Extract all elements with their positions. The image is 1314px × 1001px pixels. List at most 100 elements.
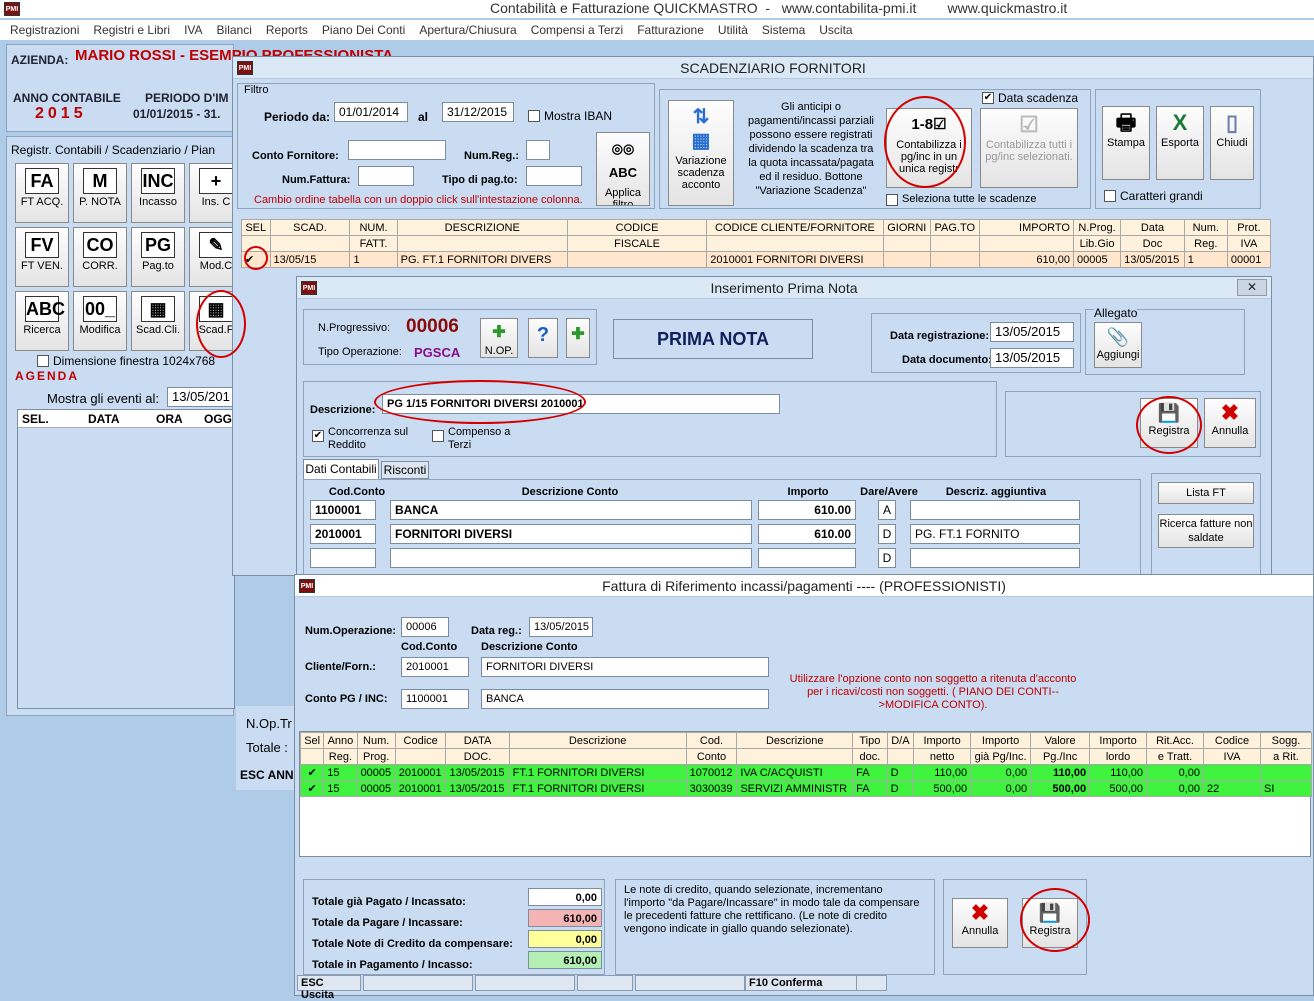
scad-col-header[interactable]: GIORNI — [882, 219, 931, 236]
scad-col-header[interactable]: Doc — [1120, 235, 1185, 252]
desc-input[interactable]: PG 1/15 FORNITORI DIVERSI 2010001 — [382, 394, 780, 414]
stampa-button[interactable]: 🖶Stampa — [1102, 106, 1150, 180]
mostra-iban-checkbox[interactable] — [528, 110, 540, 122]
fr-col-header[interactable]: DOC. — [445, 748, 510, 765]
chiudi-button[interactable]: ▯Chiudi — [1210, 106, 1254, 180]
aggiungi-button[interactable]: 📎Aggiungi — [1094, 322, 1142, 368]
tab-dati-contabili[interactable]: Dati Contabili — [303, 459, 379, 479]
agenda-col-header[interactable]: DATA — [88, 412, 120, 426]
pn-cell[interactable] — [390, 548, 752, 568]
fr-cell[interactable]: ✔ — [299, 780, 325, 797]
menu-item[interactable]: Bilanci — [216, 23, 252, 37]
concorrenza-checkbox[interactable]: ✔ — [312, 430, 324, 442]
ricerca-fatture-button[interactable]: Ricerca fatture non saldate — [1158, 514, 1254, 548]
lista-ft-button[interactable]: Lista FT — [1158, 482, 1254, 504]
num-reg-input[interactable] — [526, 140, 550, 160]
fr-col-header[interactable]: lordo — [1089, 748, 1148, 765]
fr-col-header[interactable] — [736, 748, 854, 765]
scad-col-header[interactable]: CODICE — [566, 219, 708, 236]
scad-col-header[interactable]: Prot. — [1226, 219, 1272, 236]
scad-col-header[interactable]: FISCALE — [566, 235, 708, 252]
fr-col-header[interactable]: Pg./Inc — [1030, 748, 1091, 765]
tile-button[interactable]: ▦Scad.Cli. — [131, 291, 185, 351]
scad-col-header[interactable] — [978, 235, 1074, 252]
scad-col-header[interactable]: SEL — [241, 219, 271, 236]
menu-item[interactable]: Sistema — [761, 23, 806, 37]
pn-cell[interactable]: 610.00 — [758, 500, 856, 520]
scad-col-header[interactable]: IMPORTO — [978, 219, 1074, 236]
fr-col-header[interactable]: Importo — [970, 732, 1032, 749]
fr-annulla-button[interactable]: ✖Annulla — [952, 898, 1008, 948]
scad-col-header[interactable] — [241, 235, 271, 252]
scad-col-header[interactable]: CODICE CLIENTE/FORNITORE — [706, 219, 884, 236]
scad-col-header[interactable] — [396, 235, 568, 252]
periodo-al-input[interactable]: 31/12/2015 — [442, 102, 514, 122]
pn-cell[interactable]: FORNITORI DIVERSI — [390, 524, 752, 544]
fr-col-header[interactable]: Importo — [1089, 732, 1148, 749]
scad-col-header[interactable]: IVA — [1226, 235, 1272, 252]
fr-col-header[interactable]: netto — [913, 748, 972, 765]
registra-button[interactable]: 💾Registra — [1140, 398, 1198, 448]
fr-cell[interactable]: ✔ — [299, 764, 325, 781]
fr-col-header[interactable]: Importo — [913, 732, 972, 749]
num-fattura-input[interactable] — [358, 166, 414, 186]
fr-col-header[interactable] — [394, 748, 447, 765]
fr-col-header[interactable]: Rit.Acc. — [1146, 732, 1205, 749]
datareg-input[interactable]: 13/05/2015 — [529, 617, 593, 637]
scad-col-header[interactable]: Data — [1120, 219, 1185, 236]
data-doc-input[interactable]: 13/05/2015 — [990, 348, 1074, 368]
fr-col-header[interactable]: Prog. — [356, 748, 396, 765]
nop-button[interactable]: ✚N.OP. — [480, 318, 518, 358]
menu-item[interactable]: Compensi a Terzi — [530, 23, 624, 37]
fr-col-header[interactable]: D/A — [886, 732, 915, 749]
scad-col-header[interactable] — [706, 235, 884, 252]
fr-col-header[interactable]: Anno — [323, 732, 358, 749]
scad-col-header[interactable]: DESCRIZIONE — [396, 219, 568, 236]
scad-col-header[interactable]: N.Prog. — [1072, 219, 1122, 236]
fr-col-header[interactable]: Cod. — [685, 732, 738, 749]
menu-item[interactable]: IVA — [184, 23, 203, 37]
fr-col-header[interactable] — [886, 748, 915, 765]
scad-col-header[interactable] — [929, 235, 980, 252]
pn-cell[interactable]: BANCA — [390, 500, 752, 520]
fr-col-header[interactable] — [508, 748, 687, 765]
fr-registra-button[interactable]: 💾Registra — [1022, 898, 1078, 948]
menu-item[interactable]: Fatturazione — [637, 23, 704, 37]
fr-col-header[interactable]: Codice — [1203, 732, 1261, 749]
cliente-cod-input[interactable]: 2010001 — [401, 657, 469, 677]
sel-tutte-checkbox[interactable] — [886, 194, 898, 206]
fr-col-header[interactable]: Codice — [394, 732, 447, 749]
tipo-pag-input[interactable] — [526, 166, 582, 186]
scad-col-header[interactable] — [882, 235, 931, 252]
fr-col-header[interactable]: Conto — [685, 748, 738, 765]
agenda-date[interactable]: 13/05/201 — [167, 387, 235, 407]
menu-item[interactable]: Apertura/Chiusura — [419, 23, 517, 37]
menu-item[interactable]: Piano Dei Conti — [321, 23, 406, 37]
fr-col-header[interactable]: Valore — [1030, 732, 1091, 749]
scad-col-header[interactable]: Reg. — [1183, 235, 1228, 252]
fr-col-header[interactable]: Num. — [356, 732, 396, 749]
f10-conferma-status[interactable]: F10 Conferma — [745, 975, 857, 991]
compenso-checkbox[interactable] — [432, 430, 444, 442]
conto-cod-input[interactable]: 1100001 — [401, 689, 469, 709]
help-button[interactable]: ? — [528, 318, 558, 358]
data-scad-checkbox[interactable]: ✔ — [982, 92, 994, 104]
agenda-col-header[interactable]: OGG — [204, 412, 233, 426]
agenda-col-header[interactable]: SEL. — [22, 412, 49, 426]
scad-col-header[interactable]: Lib.Gio — [1072, 235, 1122, 252]
tab-risconti[interactable]: Risconti — [381, 461, 429, 479]
scad-col-header[interactable]: FATT. — [349, 235, 398, 252]
scad-col-header[interactable]: PAG.TO — [929, 219, 980, 236]
periodo-da-input[interactable]: 01/01/2014 — [334, 102, 408, 122]
fr-col-header[interactable]: doc. — [852, 748, 888, 765]
fr-col-header[interactable]: Tipo — [852, 732, 888, 749]
tile-button[interactable]: 00_Modifica — [73, 291, 127, 351]
fr-col-header[interactable]: Sogg. — [1259, 732, 1313, 749]
scad-col-header[interactable] — [269, 235, 351, 252]
pn-cell[interactable]: A — [878, 500, 896, 520]
